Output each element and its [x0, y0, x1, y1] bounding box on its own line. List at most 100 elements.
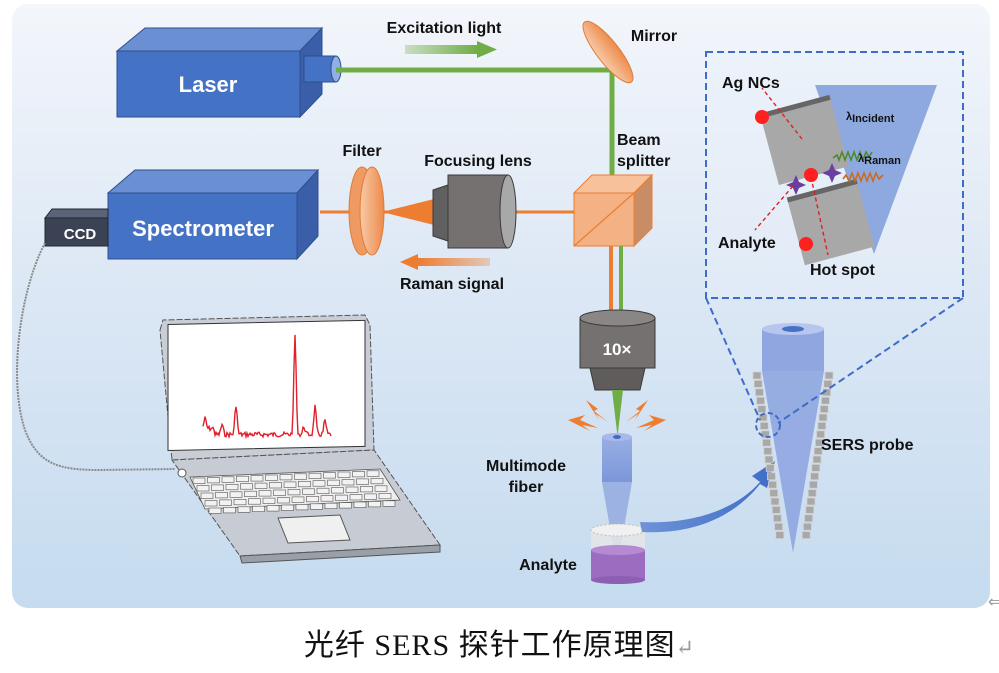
filter [348, 166, 385, 256]
focused-excitation [612, 390, 623, 436]
keyboard-key [339, 502, 352, 509]
laptop [159, 314, 441, 564]
ag-nanoparticle [771, 505, 781, 514]
keyboard-key [306, 495, 319, 503]
keyboard-key [252, 505, 265, 513]
keyboard-key [352, 471, 365, 478]
ag-nanoparticle [804, 514, 813, 523]
keyboard-key [204, 500, 218, 507]
ag-nanoparticle [765, 463, 775, 472]
keyboard-key [236, 475, 249, 483]
ag-nanoparticle [803, 522, 812, 531]
mirror [582, 20, 634, 84]
keyboard-key [295, 504, 309, 511]
ag-nanoparticle [810, 472, 819, 481]
caption-text: 光纤 SERS 探针工作原理图 [303, 629, 676, 662]
hot-spot-label: Hot spot [810, 262, 876, 279]
keyboard-key [308, 472, 322, 480]
ag-nanoparticle [817, 421, 827, 430]
lambda-raman-label: λRaman [858, 153, 901, 167]
spark-icon [568, 400, 666, 431]
keyboard-key [291, 496, 305, 503]
keyboard-key [223, 507, 236, 514]
keyboard-key [370, 477, 384, 485]
spectrometer-box: Spectrometer [106, 168, 320, 261]
ag-nanocube-top [759, 94, 849, 185]
inset-analyte-label: Analyte [718, 235, 776, 252]
ag-nanoparticle [756, 396, 765, 405]
ag-nanoparticle [767, 472, 776, 481]
keyboard-key [192, 477, 206, 484]
keyboard-key [221, 476, 235, 483]
ag-nanoparticle [809, 480, 818, 489]
keyboard-key [277, 497, 290, 504]
keyboard-key [240, 483, 253, 490]
keyboard-keys [192, 470, 396, 514]
keyboard-key [320, 495, 334, 502]
focused-beam-cone [382, 199, 434, 225]
keyboard-key [302, 488, 315, 495]
raman-spectrum-plot [202, 334, 332, 440]
ag-nanoparticle [752, 371, 762, 380]
raman-arrow-icon [400, 254, 490, 270]
keyboard-key [269, 482, 282, 489]
spectrometer-label: Spectrometer [132, 216, 274, 241]
laser-label: Laser [179, 72, 238, 97]
keyboard-key [262, 497, 276, 504]
analyte-vial [590, 523, 646, 584]
beam-splitter-label-2: splitter [617, 153, 670, 170]
keyboard-key [281, 504, 294, 511]
objective-lens: 10× [579, 309, 656, 391]
lambda-incident-label: λIncident [846, 111, 895, 125]
keyboard-key [248, 498, 261, 505]
keyboard-key [229, 491, 243, 498]
ag-nanoparticle [807, 489, 817, 498]
keyboard-key [287, 489, 301, 496]
ccd-label: CCD [64, 226, 97, 243]
ag-nanoparticle [759, 421, 769, 430]
keyboard-key [233, 498, 247, 506]
ag-nanoparticle [763, 447, 773, 456]
keyboard-key [254, 482, 268, 489]
keyboard-key [312, 480, 326, 487]
paragraph-mark-icon: ↵ [675, 635, 696, 660]
keyboard-key [207, 477, 220, 484]
keyboard-key [196, 485, 210, 492]
ag-nanoparticle [821, 396, 830, 405]
zoom-region-circle [755, 412, 781, 438]
fiber-label-2: fiber [509, 479, 544, 496]
keyboard-key [266, 505, 280, 512]
keyboard-key [250, 475, 264, 482]
touchpad [277, 514, 351, 544]
keyboard-key [200, 492, 214, 499]
keyboard-key [208, 507, 222, 514]
incident-wave-icon [832, 149, 873, 163]
keyboard-key [294, 473, 307, 480]
keyboard-key [323, 472, 336, 479]
keyboard-key [341, 479, 355, 486]
keyboard-key [366, 470, 380, 477]
keyboard-key [283, 481, 297, 488]
keyboard-key [378, 492, 392, 500]
mirror-label: Mirror [631, 28, 677, 45]
inset-detail: λIncident λRaman Ag NCs Analyte Hot spot [705, 51, 964, 299]
ag-nanoparticle [755, 388, 764, 397]
ag-nanoparticle [774, 522, 783, 531]
ag-nanoparticle [805, 505, 815, 514]
ag-nanoparticle [812, 455, 822, 464]
ag-nanoparticle-coating [752, 371, 834, 539]
ccd-box: CCD [43, 208, 109, 247]
keyboard-key [331, 487, 344, 494]
power-button-icon [177, 468, 187, 478]
keyboard-key [335, 494, 348, 501]
keyboard-key [368, 501, 381, 508]
raman-wave-icon [842, 170, 884, 184]
ag-nanoparticle [815, 438, 824, 447]
ag-nanoparticle [811, 463, 821, 472]
hotspot-markers [755, 110, 818, 251]
beam-splitter [572, 173, 654, 248]
sers-probe-label: SERS probe [821, 437, 914, 454]
ag-nanoparticle [813, 447, 823, 456]
focusing-lens [432, 174, 517, 249]
